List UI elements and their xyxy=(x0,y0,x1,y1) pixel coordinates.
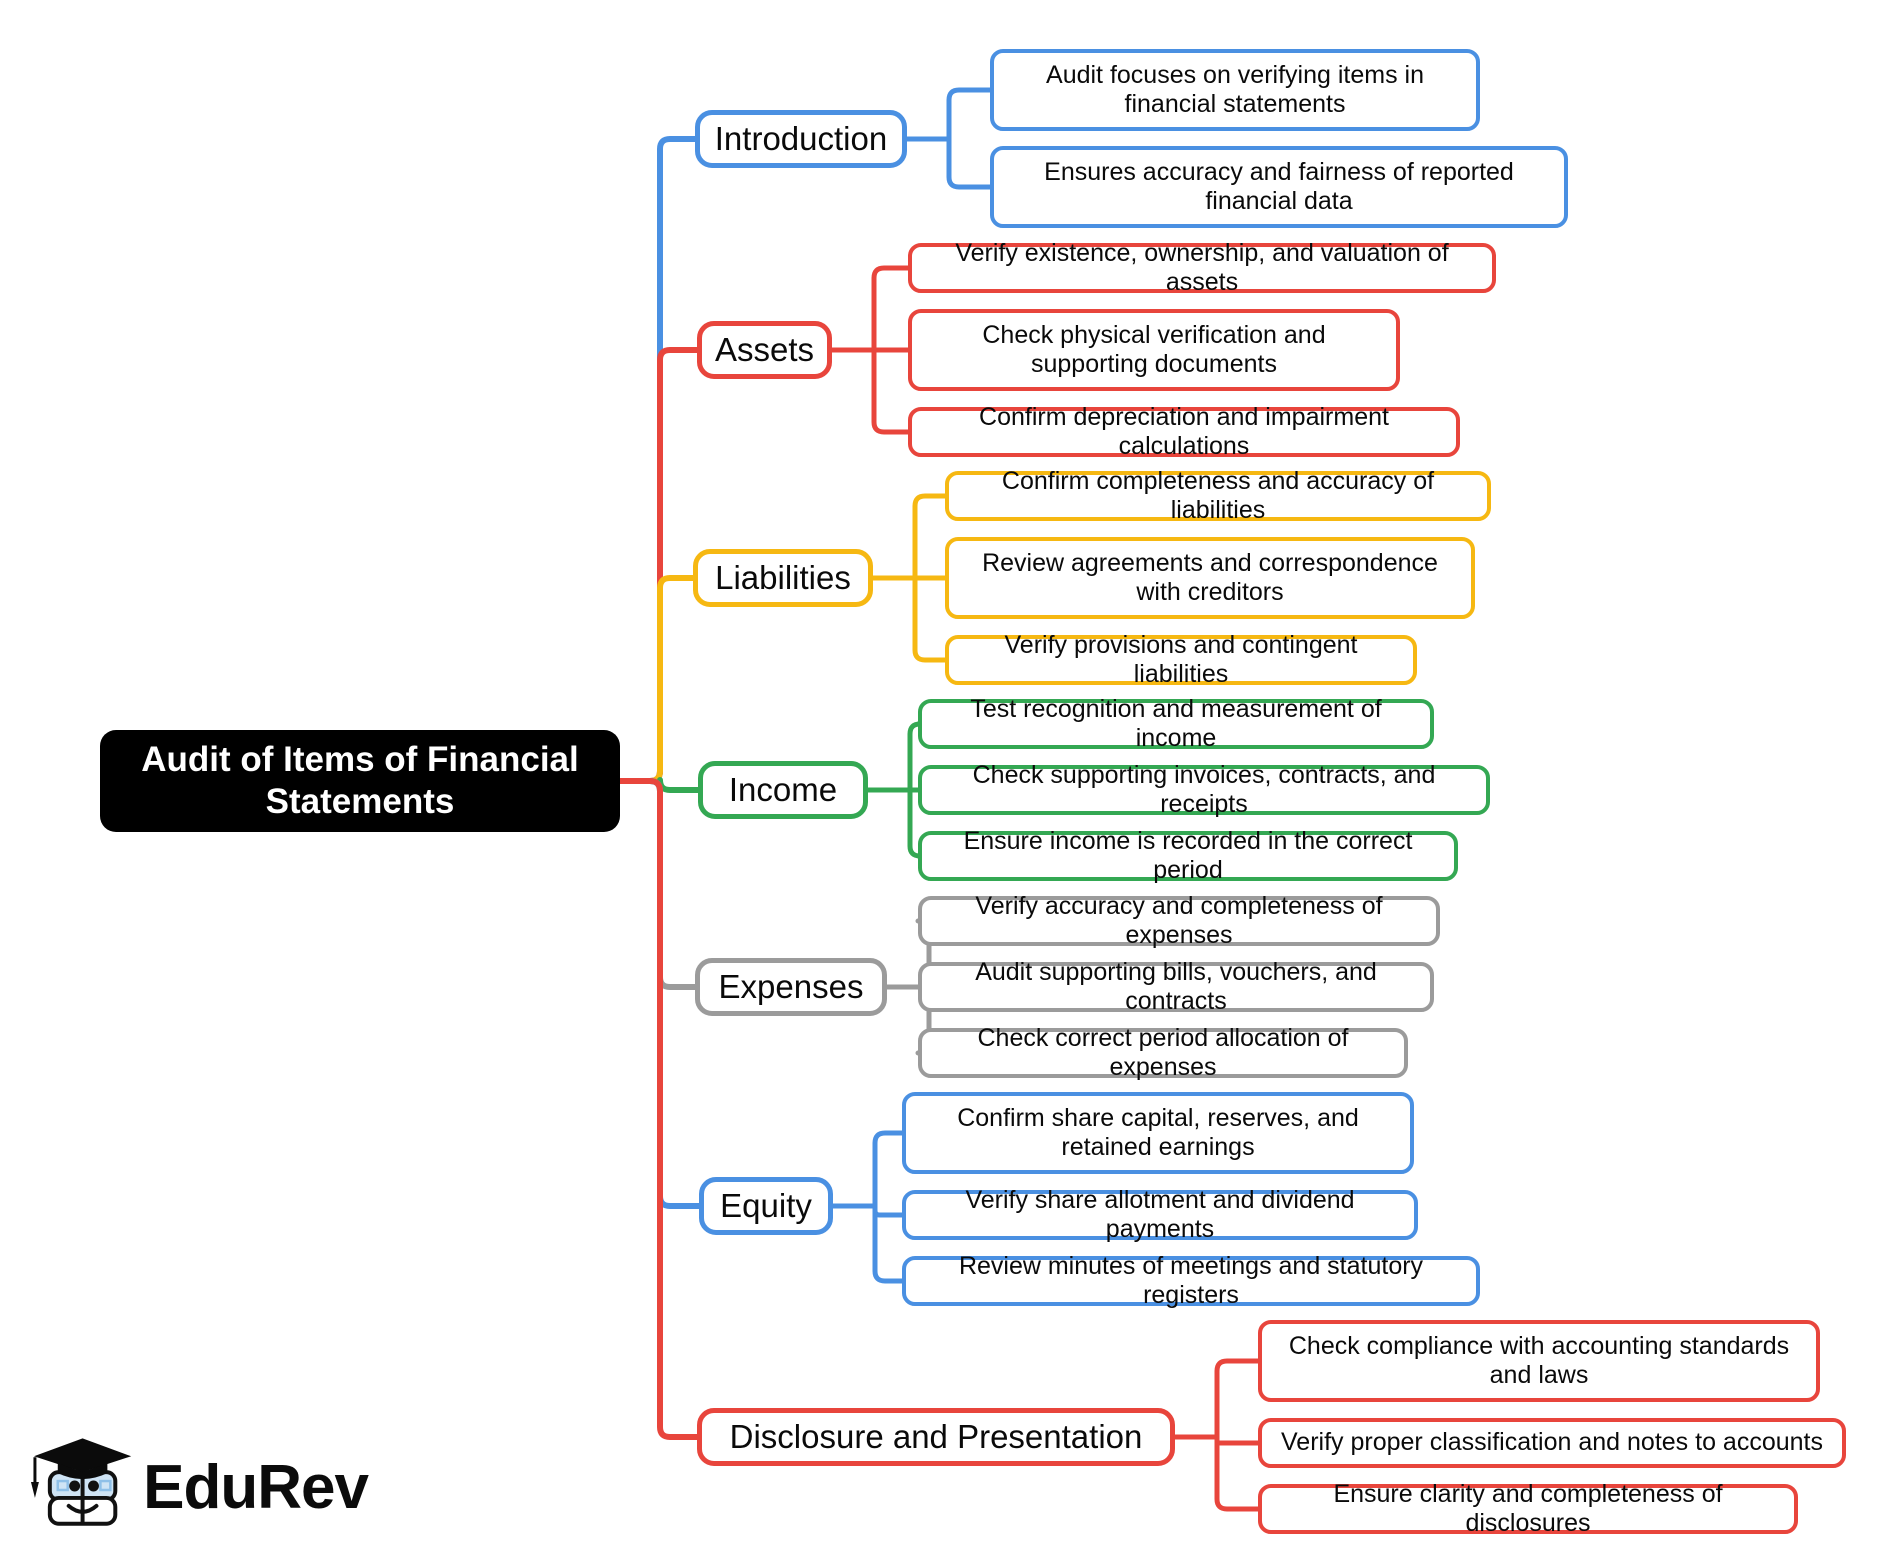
root-node[interactable]: Audit of Items of Financial Statements xyxy=(100,730,620,832)
leaf-node[interactable]: Check compliance with accounting standar… xyxy=(1258,1320,1820,1402)
branch-node[interactable]: Expenses xyxy=(695,958,887,1016)
leaf-node[interactable]: Audit supporting bills, vouchers, and co… xyxy=(918,958,1434,1015)
leaf-node[interactable]: Verify accuracy and completeness of expe… xyxy=(918,892,1440,949)
leaf-node[interactable]: Verify provisions and contingent liabili… xyxy=(945,631,1417,688)
leaf-node[interactable]: Verify existence, ownership, and valuati… xyxy=(908,239,1496,296)
leaf-node[interactable]: Check correct period allocation of expen… xyxy=(918,1024,1408,1081)
leaf-node[interactable]: Test recognition and measurement of inco… xyxy=(918,695,1434,752)
branch-node[interactable]: Assets xyxy=(697,321,832,379)
leaf-node[interactable]: Audit focuses on verifying items in fina… xyxy=(990,49,1480,131)
leaf-node[interactable]: Verify share allotment and dividend paym… xyxy=(902,1186,1418,1243)
leaf-node[interactable]: Confirm share capital, reserves, and ret… xyxy=(902,1092,1414,1174)
branch-node[interactable]: Liabilities xyxy=(693,549,873,607)
leaf-node[interactable]: Check physical verification and supporti… xyxy=(908,309,1400,391)
leaf-node[interactable]: Review agreements and correspondence wit… xyxy=(945,537,1475,619)
leaf-node[interactable]: Ensure clarity and completeness of discl… xyxy=(1258,1480,1798,1537)
branch-node[interactable]: Disclosure and Presentation xyxy=(697,1408,1175,1466)
edurev-logo: EduRev xyxy=(28,1432,369,1544)
leaf-node[interactable]: Confirm completeness and accuracy of lia… xyxy=(945,467,1491,524)
leaf-node[interactable]: Confirm depreciation and impairment calc… xyxy=(908,403,1460,460)
branch-node[interactable]: Equity xyxy=(699,1177,833,1235)
edurev-wordmark: EduRev xyxy=(143,1453,369,1522)
leaf-node[interactable]: Check supporting invoices, contracts, an… xyxy=(918,761,1490,818)
graduation-cap-book-icon xyxy=(30,1438,132,1526)
leaf-node[interactable]: Review minutes of meetings and statutory… xyxy=(902,1252,1480,1309)
branch-node[interactable]: Introduction xyxy=(695,110,907,168)
leaf-node[interactable]: Ensures accuracy and fairness of reporte… xyxy=(990,146,1568,228)
leaf-node[interactable]: Verify proper classification and notes t… xyxy=(1258,1418,1846,1468)
branch-node[interactable]: Income xyxy=(698,761,868,819)
leaf-node[interactable]: Ensure income is recorded in the correct… xyxy=(918,827,1458,884)
